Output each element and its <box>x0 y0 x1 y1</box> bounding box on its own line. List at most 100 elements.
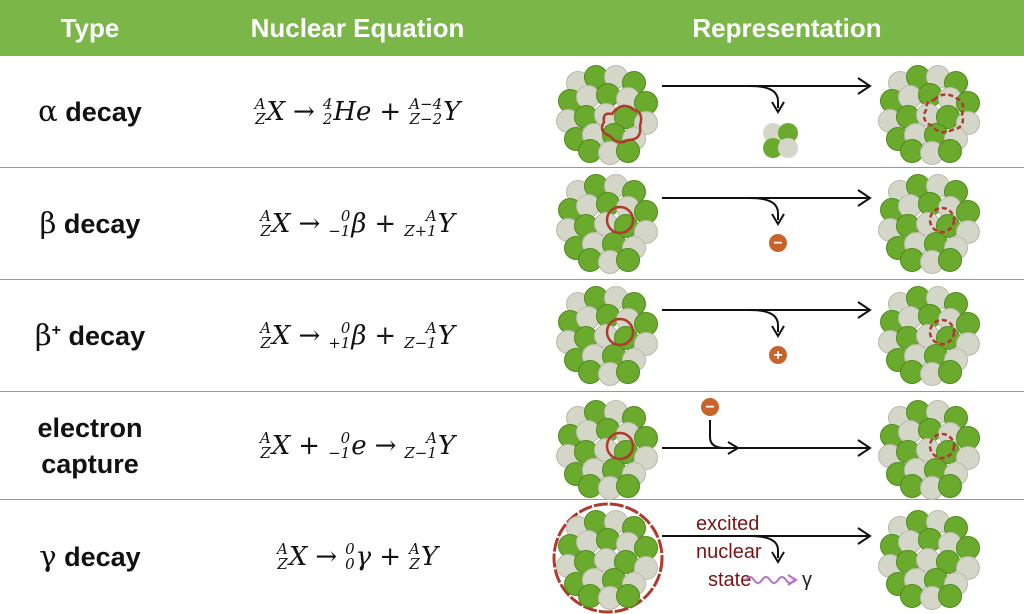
proton <box>578 139 602 163</box>
proton <box>900 584 924 608</box>
alpha-symbol: α <box>38 94 58 129</box>
daughter-nucleus <box>878 174 980 274</box>
gamma-wave <box>745 576 795 584</box>
emission-arrow <box>749 85 779 108</box>
proton <box>578 360 602 384</box>
proton <box>596 83 620 107</box>
beta-symbol: β <box>39 206 57 241</box>
proton <box>938 474 962 498</box>
converted-neutron-outline <box>928 318 956 346</box>
type-beta-decay: β decay <box>0 168 180 280</box>
daughter-nucleus <box>878 65 980 165</box>
ground-state-nucleus <box>878 510 980 610</box>
proton <box>616 474 640 498</box>
excited-nucleus <box>556 510 658 610</box>
representation-alpha-decay <box>556 65 980 165</box>
svg-text:−: − <box>705 399 714 416</box>
representation-gamma-decay: excited nuclear state γ <box>552 502 980 614</box>
neutron <box>956 332 980 356</box>
header-representation: Representation <box>692 13 882 43</box>
neutron-highlight <box>605 205 635 235</box>
type-gamma-decay: γ decay <box>0 500 180 614</box>
neutron <box>898 85 922 109</box>
positron-icon: + <box>769 346 787 364</box>
proton <box>918 418 942 442</box>
excited-label-2: nuclear <box>696 541 762 563</box>
svg-text:+: + <box>773 347 782 364</box>
converted-proton-outline <box>928 432 956 460</box>
proton-highlight <box>605 431 635 461</box>
alpha-highlight <box>600 104 643 144</box>
daughter-nucleus <box>878 286 980 386</box>
proton-highlight <box>605 317 635 347</box>
proton <box>918 83 942 107</box>
proton <box>578 248 602 272</box>
proton <box>900 474 924 498</box>
proton <box>900 139 924 163</box>
proton <box>596 192 620 216</box>
emission-arrowhead-icon <box>771 101 785 114</box>
proton <box>918 304 942 328</box>
neutron <box>898 194 922 218</box>
gamma-arrowhead-icon <box>787 574 798 586</box>
neutron <box>576 420 600 444</box>
parent-nucleus <box>556 174 658 274</box>
daughter-nucleus <box>878 400 980 500</box>
neutron <box>956 446 980 470</box>
arrowhead-icon <box>857 189 872 207</box>
neutron <box>634 446 658 470</box>
neutron <box>898 306 922 330</box>
representation-beta-decay: − <box>556 174 980 274</box>
emission-arrowhead-icon <box>771 551 785 564</box>
proton <box>578 474 602 498</box>
converted-proton-outline <box>928 206 956 234</box>
proton <box>616 584 640 608</box>
proton <box>596 528 620 552</box>
proton <box>938 139 962 163</box>
svg-text:−: − <box>773 235 782 252</box>
parent-nucleus <box>556 400 658 500</box>
neutron <box>898 420 922 444</box>
beta-symbol: β <box>34 318 52 353</box>
proton <box>938 248 962 272</box>
neutron <box>576 194 600 218</box>
neutron <box>634 220 658 244</box>
excited-label-1: excited <box>696 513 759 535</box>
emission-arrowhead-icon <box>771 213 785 226</box>
type-word: decay <box>63 209 141 240</box>
header-nuclear-equation: Nuclear Equation <box>250 13 465 43</box>
emission-arrow <box>749 309 779 332</box>
neutron <box>634 556 658 580</box>
parent-nucleus <box>556 286 658 386</box>
neutron <box>634 332 658 356</box>
emission-arrowhead-icon <box>771 325 785 338</box>
proton <box>938 584 962 608</box>
alpha-particle-icon <box>763 123 798 158</box>
representation-beta-plus-decay: + <box>556 286 980 386</box>
emission-arrow <box>749 197 779 220</box>
neutron <box>956 220 980 244</box>
type-word: decay <box>68 321 146 352</box>
proton <box>596 418 620 442</box>
gamma-symbol: γ <box>39 539 57 574</box>
type-word: decay <box>64 542 141 573</box>
proton <box>900 360 924 384</box>
excited-label-3: state <box>708 569 751 591</box>
proton <box>578 584 602 608</box>
type-line-2: capture <box>41 449 139 479</box>
neutron <box>898 530 922 554</box>
neutron <box>576 530 600 554</box>
incoming-electron-icon: − <box>701 398 719 416</box>
type-line-1: electron <box>37 412 143 443</box>
type-word: decay <box>65 97 142 128</box>
proton <box>918 528 942 552</box>
neutron <box>576 85 600 109</box>
neutron <box>576 306 600 330</box>
header-type: Type <box>60 13 120 43</box>
